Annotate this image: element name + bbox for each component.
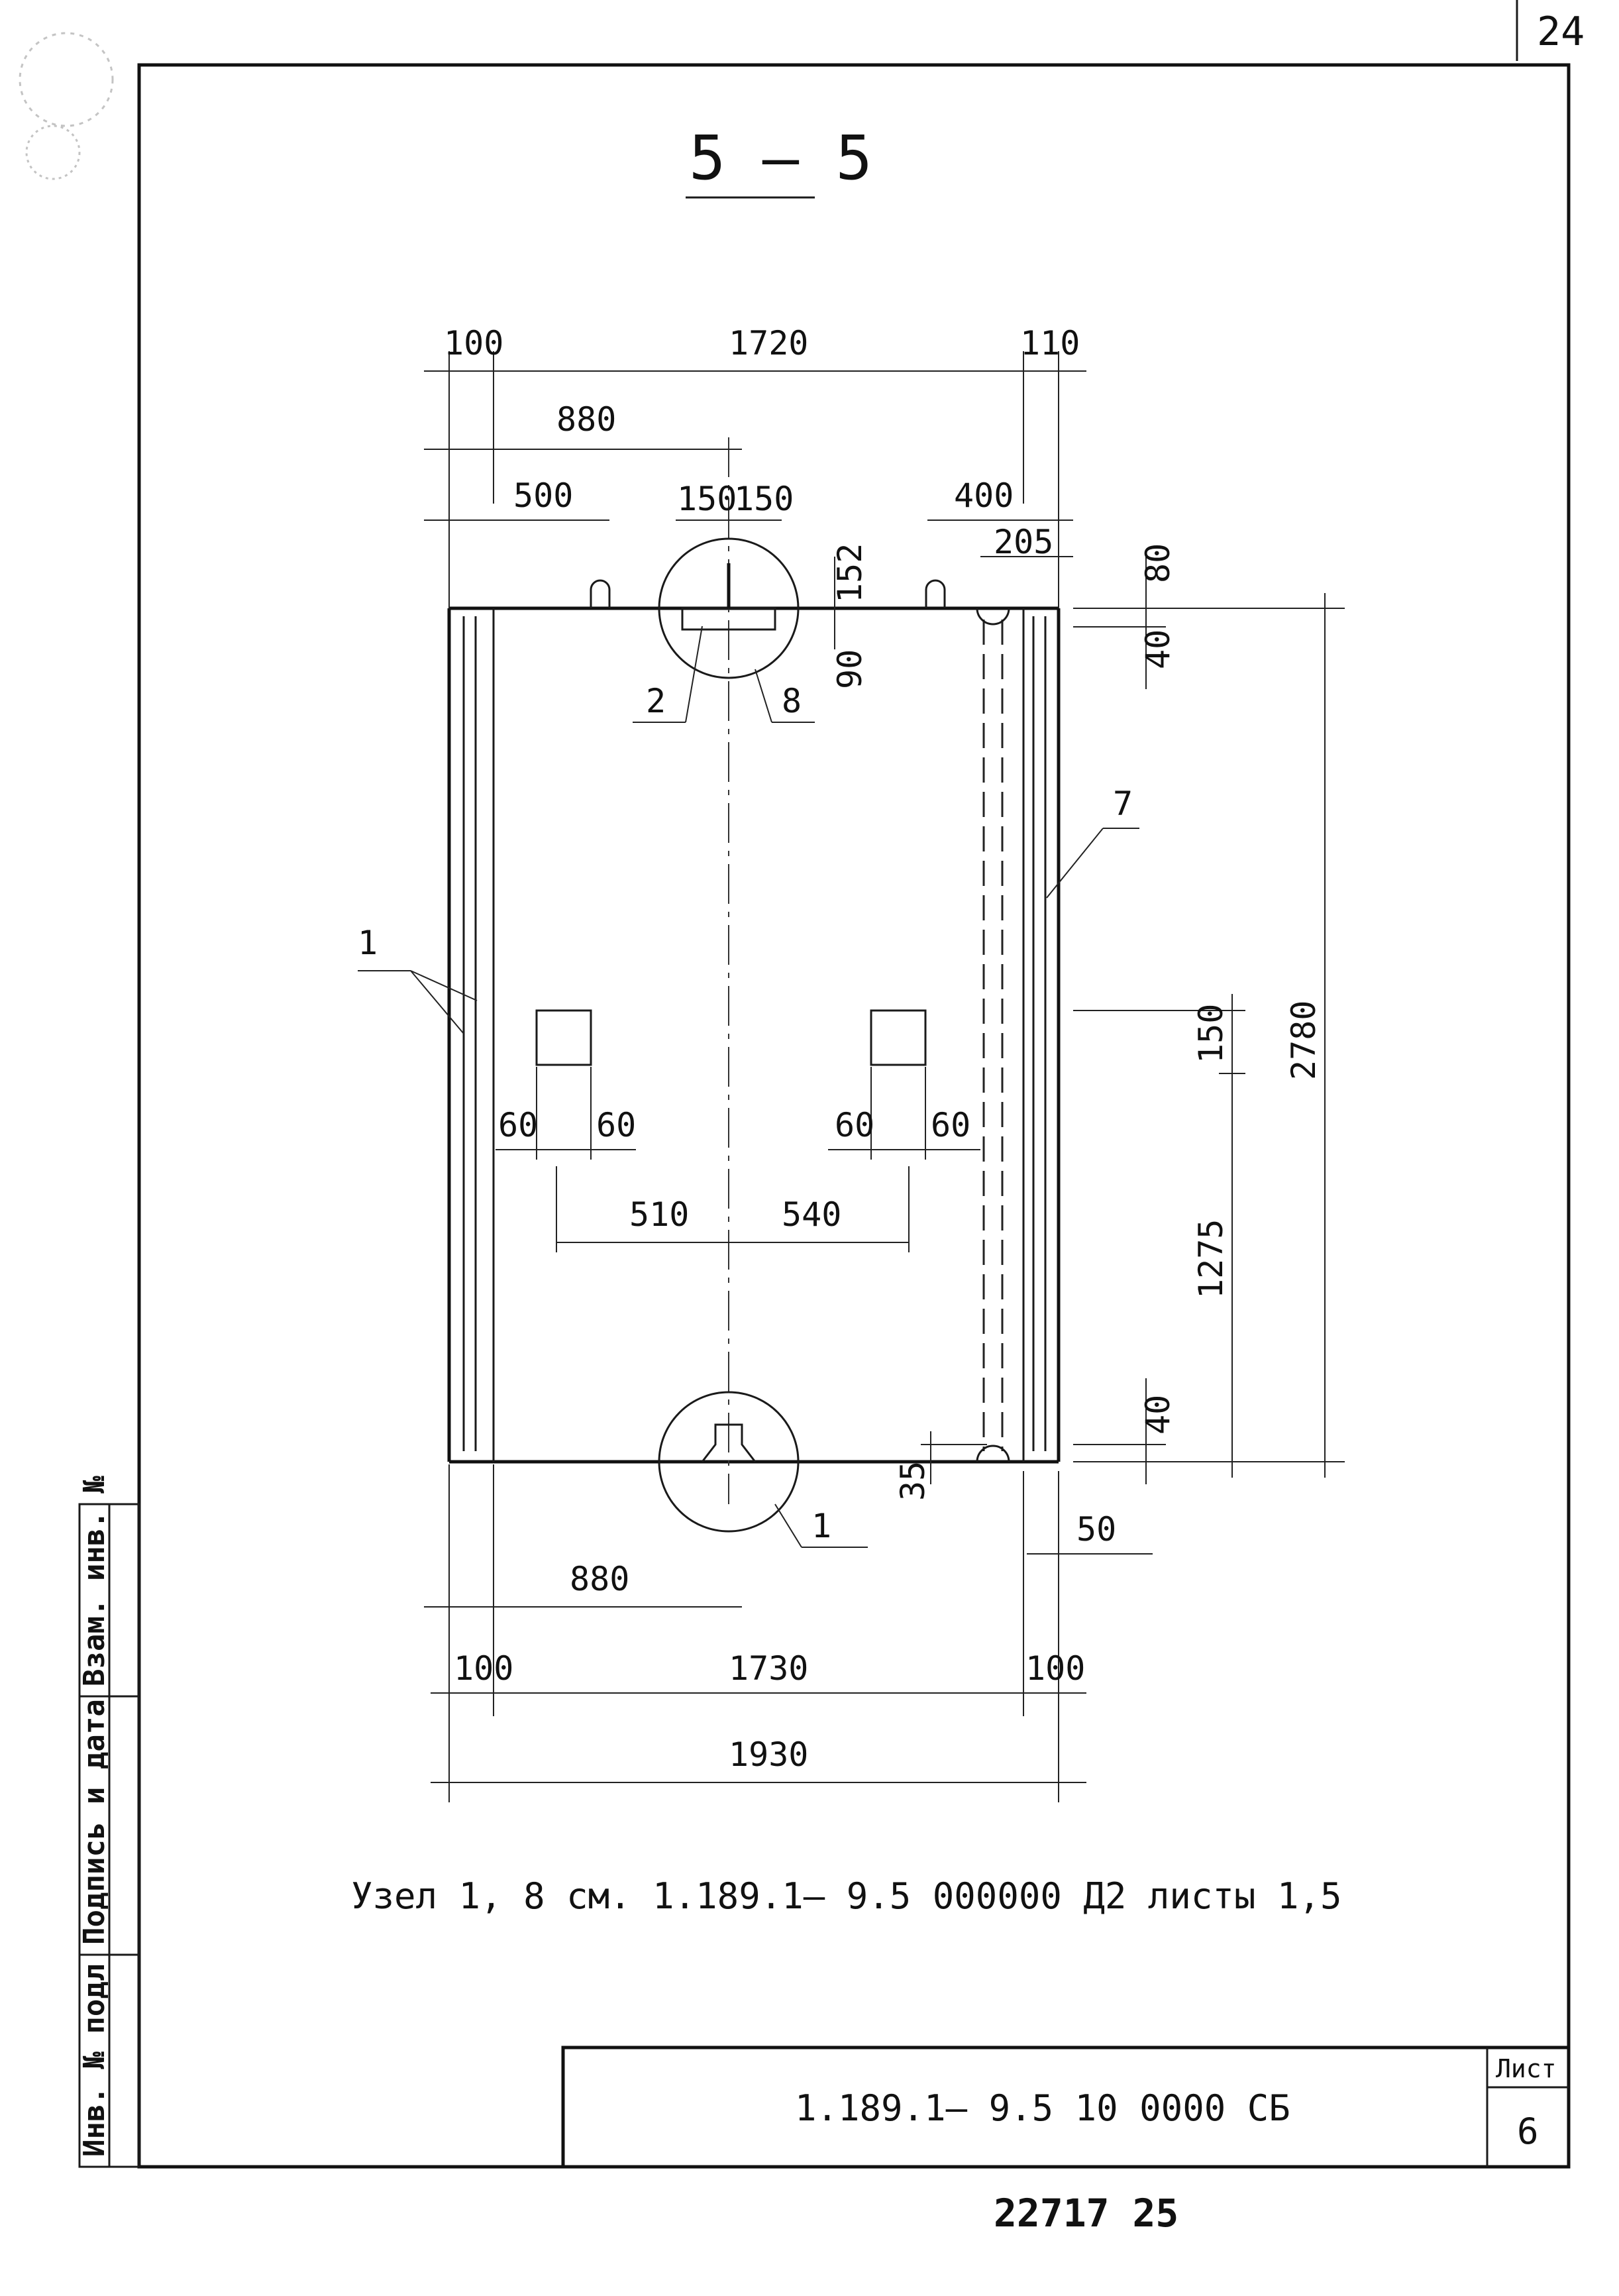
callout-2: 2 bbox=[646, 682, 666, 720]
corner-stamp-mark bbox=[19, 32, 114, 180]
callout-1-rebar: 1 bbox=[358, 924, 378, 962]
dim-80: 80 bbox=[1139, 543, 1177, 583]
callout-7: 7 bbox=[1113, 785, 1133, 823]
dim-1275: 1275 bbox=[1192, 1219, 1230, 1299]
dim-1730: 1730 bbox=[729, 1649, 808, 1688]
stamp-podpis-data: Подпись и дата bbox=[78, 1699, 111, 1945]
dim-90: 90 bbox=[831, 649, 869, 689]
top-dimensions: 100 1720 110 880 500 150 150 400 205 80 … bbox=[424, 324, 1345, 689]
dim-35: 35 bbox=[894, 1461, 932, 1501]
callout-8: 8 bbox=[782, 682, 802, 720]
callouts: 1 2 8 7 1 bbox=[358, 626, 1139, 1548]
side-stamp: Взам. инв. № Подпись и дата Инв. № подл bbox=[78, 1476, 140, 2168]
dim-100-top: 100 bbox=[444, 324, 503, 362]
dim-60-b: 60 bbox=[596, 1106, 636, 1144]
middle-dimensions: 60 60 60 60 510 540 150 1275 2780 40 35 … bbox=[496, 593, 1345, 1570]
dim-1720: 1720 bbox=[729, 324, 808, 362]
dim-152: 152 bbox=[831, 543, 869, 603]
stamp-vzam-inv: Взам. инв. № bbox=[78, 1476, 111, 1686]
dim-100-bottom-right: 100 bbox=[1025, 1649, 1085, 1688]
dim-150-side: 150 bbox=[1192, 1004, 1230, 1064]
stamp-inv-podl: Инв. № подл bbox=[78, 1964, 111, 2157]
dim-510: 510 bbox=[629, 1195, 689, 1234]
section-title: 5 – 5 bbox=[689, 123, 872, 193]
dim-540: 540 bbox=[782, 1195, 841, 1234]
dim-500: 500 bbox=[513, 476, 573, 515]
dim-100-bottom-left: 100 bbox=[454, 1649, 513, 1688]
dim-1930: 1930 bbox=[729, 1735, 808, 1774]
page-number: 24 bbox=[1537, 9, 1585, 55]
dim-150-right: 150 bbox=[734, 480, 794, 518]
node-reference-note: Узел 1, 8 см. 1.189.1– 9.5 000000 Д2 лис… bbox=[351, 1875, 1342, 1917]
dim-110: 110 bbox=[1020, 324, 1080, 362]
drawing-code: 1.189.1– 9.5 10 0000 СБ bbox=[795, 2087, 1290, 2129]
dim-40-top: 40 bbox=[1139, 629, 1177, 669]
dim-40-bottom: 40 bbox=[1139, 1395, 1177, 1435]
dim-205: 205 bbox=[994, 523, 1053, 561]
dim-880-bottom: 880 bbox=[570, 1560, 629, 1598]
panel-section bbox=[447, 437, 1061, 1533]
callout-1-node: 1 bbox=[811, 1507, 831, 1545]
dim-400: 400 bbox=[954, 476, 1014, 515]
dim-60-c: 60 bbox=[835, 1106, 874, 1144]
dim-880-top: 880 bbox=[556, 400, 616, 439]
dim-60-d: 60 bbox=[931, 1106, 970, 1144]
dim-150-left: 150 bbox=[677, 480, 737, 518]
archive-number: 22717 25 bbox=[994, 2191, 1178, 2236]
bottom-dimensions: 880 100 1730 100 1930 bbox=[424, 1464, 1086, 1802]
title-block: 1.189.1– 9.5 10 0000 СБ Лист 6 bbox=[561, 2046, 1571, 2169]
dim-2780: 2780 bbox=[1284, 1001, 1323, 1080]
sheet-label: Лист bbox=[1496, 2054, 1557, 2083]
dim-50: 50 bbox=[1076, 1510, 1116, 1549]
sheet-number: 6 bbox=[1517, 2110, 1539, 2152]
dim-60-a: 60 bbox=[498, 1106, 538, 1144]
